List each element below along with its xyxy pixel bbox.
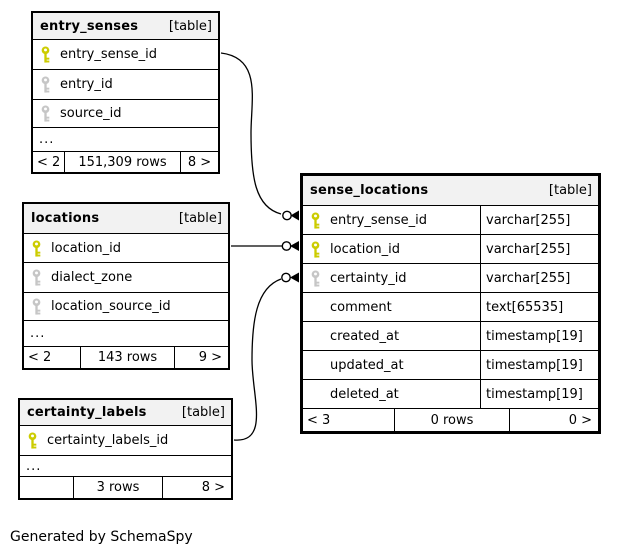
- column-row: updated_at timestamp[19]: [303, 350, 598, 379]
- edge-arrowhead: [290, 241, 299, 251]
- edge-locations-to-sense-locations: [231, 241, 299, 251]
- table-header[interactable]: entry_senses [table]: [33, 13, 218, 39]
- column-name: entry_sense_id: [60, 47, 158, 62]
- column-name: entry_sense_id: [330, 212, 428, 228]
- ellipsis-row: ...: [24, 320, 228, 346]
- ellipsis-row: ...: [33, 127, 218, 151]
- foreign-key-icon: [40, 76, 51, 93]
- edge-certainty-labels-to-sense-locations: [233, 272, 299, 441]
- parent-count: < 2: [28, 350, 52, 365]
- table-footer: < 2 143 rows 9 >: [24, 346, 228, 368]
- column-type: varchar[255]: [480, 264, 598, 292]
- column-name: created_at: [330, 328, 400, 344]
- generator-note: Generated by SchemaSpy: [10, 529, 193, 545]
- table-type-badge: [table]: [548, 183, 592, 198]
- child-count: 8 >: [180, 152, 218, 172]
- foreign-key-icon: [310, 270, 321, 287]
- table-title: certainty_labels: [27, 405, 147, 420]
- table-type-badge: [table]: [178, 211, 222, 226]
- table-entry-senses[interactable]: entry_senses [table] entry_sense_id entr…: [31, 11, 220, 174]
- parent-count: [20, 477, 73, 498]
- table-footer: 3 rows 8 >: [20, 476, 231, 498]
- zero-or-one-connector: [282, 210, 292, 221]
- column-name: updated_at: [330, 357, 404, 373]
- column-name: entry_id: [60, 77, 113, 92]
- column-row: deleted_at timestamp[19]: [303, 379, 598, 408]
- column-row: certainty_id varchar[255]: [303, 263, 598, 292]
- column-row: location_id varchar[255]: [303, 234, 598, 263]
- column-row: certainty_labels_id: [20, 425, 231, 455]
- parent-count: < 3: [307, 412, 331, 428]
- primary-key-icon: [310, 212, 321, 229]
- column-row: entry_sense_id varchar[255]: [303, 205, 598, 234]
- table-header[interactable]: certainty_labels [table]: [20, 400, 231, 425]
- column-type: varchar[255]: [480, 206, 598, 234]
- primary-key-icon: [310, 241, 321, 258]
- table-certainty-labels[interactable]: certainty_labels [table] certainty_label…: [18, 398, 233, 500]
- table-footer: < 3 0 rows 0 >: [303, 408, 598, 431]
- table-header[interactable]: sense_locations [table]: [303, 176, 598, 205]
- column-row: location_source_id: [24, 292, 228, 320]
- column-type: text[65535]: [480, 293, 598, 321]
- parent-count: < 2: [37, 154, 61, 170]
- column-row: source_id: [33, 99, 218, 127]
- zero-or-one-connector: [281, 272, 291, 283]
- column-name: certainty_id: [330, 270, 407, 286]
- foreign-key-icon: [40, 105, 51, 122]
- column-row: created_at timestamp[19]: [303, 321, 598, 350]
- table-sense-locations[interactable]: sense_locations [table] entry_sense_id v…: [300, 173, 601, 434]
- table-locations[interactable]: locations [table] location_id dialect_zo…: [22, 202, 230, 370]
- row-count: 151,309 rows: [64, 152, 180, 172]
- column-row: entry_sense_id: [33, 39, 218, 69]
- edge-entry-senses-to-sense-locations: [220, 52, 299, 221]
- table-type-badge: [table]: [168, 18, 212, 34]
- column-name: deleted_at: [330, 386, 399, 402]
- column-row: comment text[65535]: [303, 292, 598, 321]
- column-row: location_id: [24, 233, 228, 262]
- child-count: 0 >: [509, 409, 598, 431]
- column-name: certainty_labels_id: [47, 433, 169, 448]
- column-name: source_id: [60, 106, 122, 121]
- table-header[interactable]: locations [table]: [24, 204, 228, 233]
- column-name: location_source_id: [51, 299, 171, 314]
- table-title: entry_senses: [40, 18, 139, 34]
- column-name: location_id: [51, 240, 121, 256]
- row-count: 143 rows: [80, 347, 174, 368]
- column-type: varchar[255]: [480, 235, 598, 263]
- column-name: dialect_zone: [51, 270, 133, 285]
- table-type-badge: [table]: [181, 405, 225, 420]
- primary-key-icon: [31, 240, 42, 257]
- column-type: timestamp[19]: [480, 380, 598, 408]
- row-count: 0 rows: [394, 409, 509, 431]
- primary-key-icon: [27, 432, 38, 449]
- column-name: location_id: [330, 241, 400, 257]
- column-type: timestamp[19]: [480, 351, 598, 379]
- table-footer: < 2 151,309 rows 8 >: [33, 151, 218, 172]
- column-row: dialect_zone: [24, 262, 228, 292]
- zero-or-one-connector: [281, 241, 292, 251]
- row-count: 3 rows: [73, 477, 162, 498]
- column-name: comment: [330, 299, 392, 315]
- edge-arrowhead: [290, 272, 299, 283]
- child-count: 8 >: [162, 477, 231, 498]
- foreign-key-icon: [31, 269, 42, 286]
- edge-arrowhead: [290, 210, 299, 221]
- foreign-key-icon: [31, 298, 42, 315]
- column-row: entry_id: [33, 69, 218, 99]
- ellipsis-row: ...: [20, 455, 231, 476]
- table-title: sense_locations: [310, 183, 429, 198]
- table-title: locations: [31, 211, 100, 226]
- primary-key-icon: [40, 46, 51, 63]
- child-count: 9 >: [174, 347, 228, 368]
- column-type: timestamp[19]: [480, 322, 598, 350]
